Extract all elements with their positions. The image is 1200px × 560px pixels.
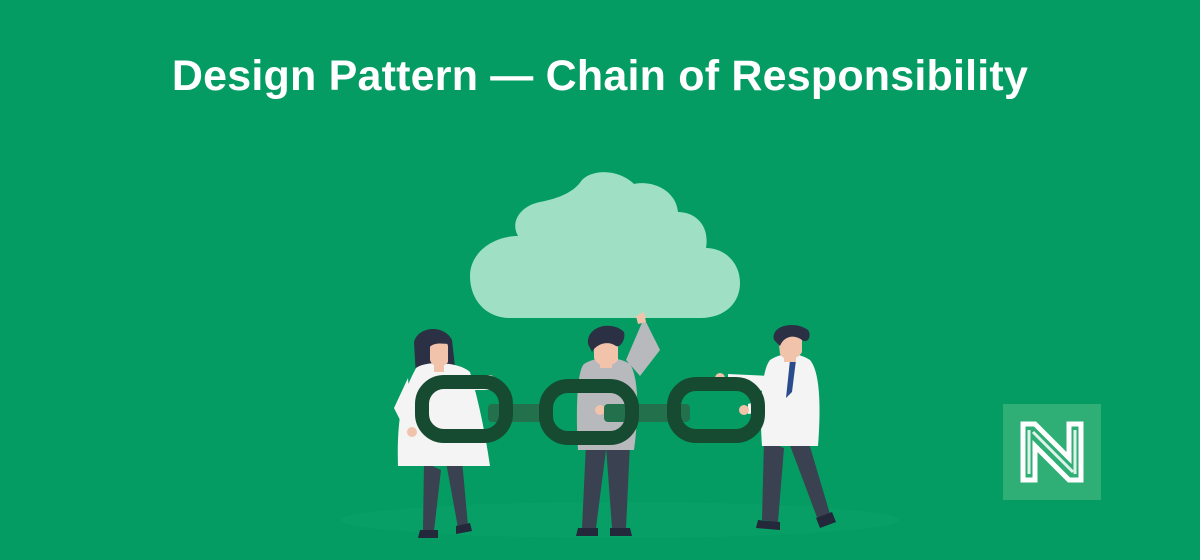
right-man-figure <box>715 325 836 530</box>
n-logo-icon <box>1020 421 1084 483</box>
logo-badge <box>1003 404 1101 500</box>
chain-links-icon <box>415 375 765 445</box>
page-title: Design Pattern — Chain of Responsibility <box>171 52 1029 100</box>
cloud-icon <box>470 172 740 318</box>
